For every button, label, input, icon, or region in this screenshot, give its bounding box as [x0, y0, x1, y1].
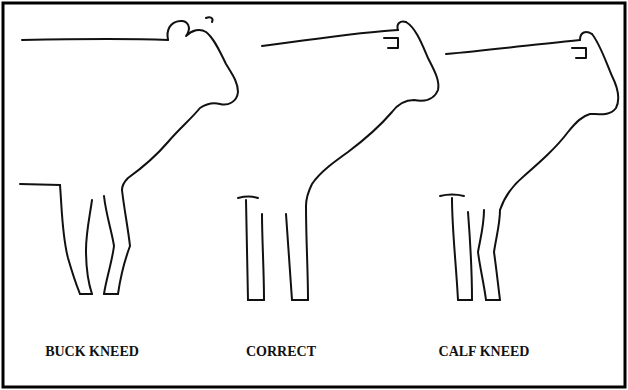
figure-label: BUCK KNEED	[45, 344, 139, 360]
figure-label: CORRECT	[246, 344, 316, 360]
calf-kneed-cow	[440, 32, 618, 300]
frame-border	[3, 3, 625, 387]
correct-cow	[238, 21, 438, 300]
figure-label: CALF KNEED	[439, 344, 530, 360]
buck-kneed-cow	[20, 17, 238, 294]
